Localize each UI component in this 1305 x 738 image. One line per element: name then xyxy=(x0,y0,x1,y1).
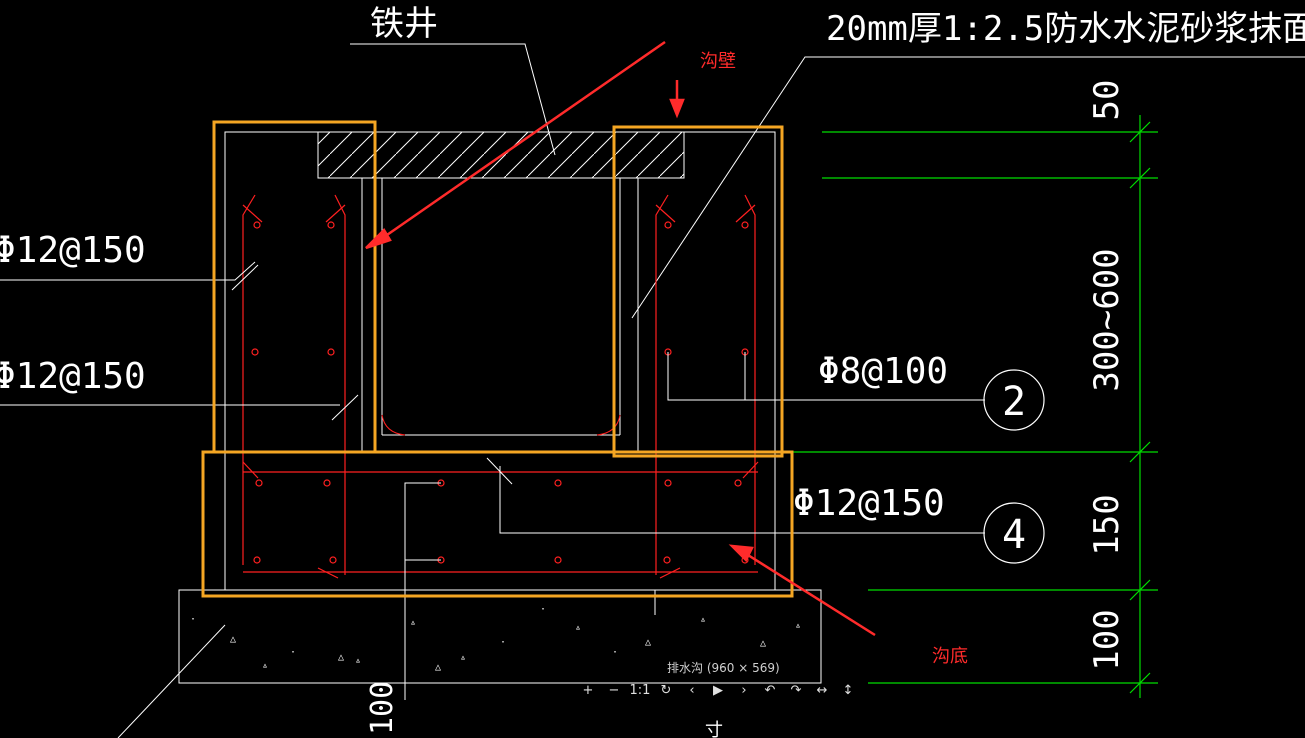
svg-text:·: · xyxy=(190,614,196,625)
svg-text:▵: ▵ xyxy=(262,660,268,671)
left-haunch xyxy=(381,414,406,436)
rebar-left-lower-tick xyxy=(331,394,359,421)
rebar-left-upper-leader xyxy=(0,261,256,281)
svg-text:·: · xyxy=(500,637,506,648)
refresh-icon[interactable]: ↻ xyxy=(660,683,672,698)
rebar-label-right-wall: Φ8@100 xyxy=(818,351,948,392)
rebar-right-leader xyxy=(667,352,985,401)
rotate-left-icon[interactable]: ↶ xyxy=(764,683,776,698)
rotate-right-icon[interactable]: ↷ xyxy=(790,683,802,698)
dim-label-50: 50 xyxy=(1087,80,1127,121)
svg-text:·: · xyxy=(290,647,296,658)
svg-text:▵: ▵ xyxy=(460,652,466,663)
zoom-out-button[interactable]: − xyxy=(608,683,620,698)
cushion-aggregate: △ ▵ · △ ▵ △ ▵ · ▵ · ▵ △ ▵ · ▵ · △ · xyxy=(190,604,801,673)
svg-text:△: △ xyxy=(338,652,344,663)
viewer-controls: + − 1:1 ↻ ‹ ▶ › ↶ ↷ ↔ ↕ xyxy=(575,683,861,698)
highlight-boxes xyxy=(201,120,794,598)
left-wall-outer-line xyxy=(224,131,318,590)
right-wall-rebar xyxy=(655,194,756,575)
right-haunch xyxy=(596,414,621,436)
bottom-partial-mark: 寸 xyxy=(705,720,723,738)
left-wall-rebar xyxy=(242,194,346,575)
callout-circle-4 xyxy=(983,502,1045,564)
zoom-in-button[interactable]: + xyxy=(582,683,594,698)
previous-icon[interactable]: ‹ xyxy=(689,683,695,698)
cushion-layer xyxy=(178,589,822,684)
svg-text:△: △ xyxy=(760,638,766,649)
wall-annotation-label: 沟壁 xyxy=(700,51,736,72)
rebar-label-bottom: Φ12@150 xyxy=(793,483,945,524)
svg-text:▵: ▵ xyxy=(575,622,581,633)
callout-4-text: 4 xyxy=(1002,512,1026,558)
actual-size-button[interactable]: 1:1 xyxy=(629,683,651,698)
dim-label-300-600: 300~600 xyxy=(1087,248,1127,391)
svg-text:△: △ xyxy=(645,637,651,648)
svg-text:▵: ▵ xyxy=(700,614,706,625)
svg-text:·: · xyxy=(612,647,618,658)
dim-label-150: 150 xyxy=(1087,494,1127,555)
rebar-bottom-leader xyxy=(499,466,985,534)
cushion-leader xyxy=(117,624,226,738)
bottom-annotation-label: 沟底 xyxy=(932,646,968,667)
right-wall-outer-line xyxy=(684,131,776,590)
svg-text:·: · xyxy=(720,662,726,673)
dimension-lines xyxy=(790,115,1158,698)
image-viewer-toolbar: 排水沟 (960 × 569) + − 1:1 ↻ ‹ ▶ › ↶ ↷ ↔ ↕ xyxy=(575,655,865,705)
base-leader-vertical xyxy=(404,482,441,700)
svg-text:▵: ▵ xyxy=(410,617,416,628)
annotation-arrows xyxy=(365,40,876,637)
mortar-note-label: 20mm厚1:2.5防水水泥砂浆抹面 xyxy=(826,9,1305,49)
svg-text:△: △ xyxy=(435,662,441,673)
play-icon[interactable]: ▶ xyxy=(713,683,723,698)
mortar-note-leader xyxy=(631,56,1305,319)
highlight-base xyxy=(201,450,794,598)
highlight-right-wall xyxy=(612,125,784,458)
rebar-left-upper-tick xyxy=(231,264,259,291)
dim-label-bottom-left: 100 xyxy=(365,681,400,735)
rebar-label-left-upper: Φ12@150 xyxy=(0,230,146,271)
flip-vertical-icon[interactable]: ↕ xyxy=(842,683,854,698)
svg-text:△: △ xyxy=(230,634,236,645)
next-icon[interactable]: › xyxy=(741,683,747,698)
viewer-caption: 排水沟 (960 × 569) xyxy=(667,661,780,675)
top-left-leader xyxy=(350,43,556,156)
svg-text:▵: ▵ xyxy=(795,620,801,631)
callout-circle-2 xyxy=(983,369,1045,431)
svg-text:·: · xyxy=(540,604,546,615)
dim-label-100: 100 xyxy=(1087,609,1127,670)
rebar-label-left-lower: Φ12@150 xyxy=(0,356,146,397)
top-left-label: 铁井 xyxy=(370,4,438,44)
svg-text:▵: ▵ xyxy=(355,655,361,666)
callout-2-text: 2 xyxy=(1002,379,1026,425)
flip-horizontal-icon[interactable]: ↔ xyxy=(816,683,828,698)
